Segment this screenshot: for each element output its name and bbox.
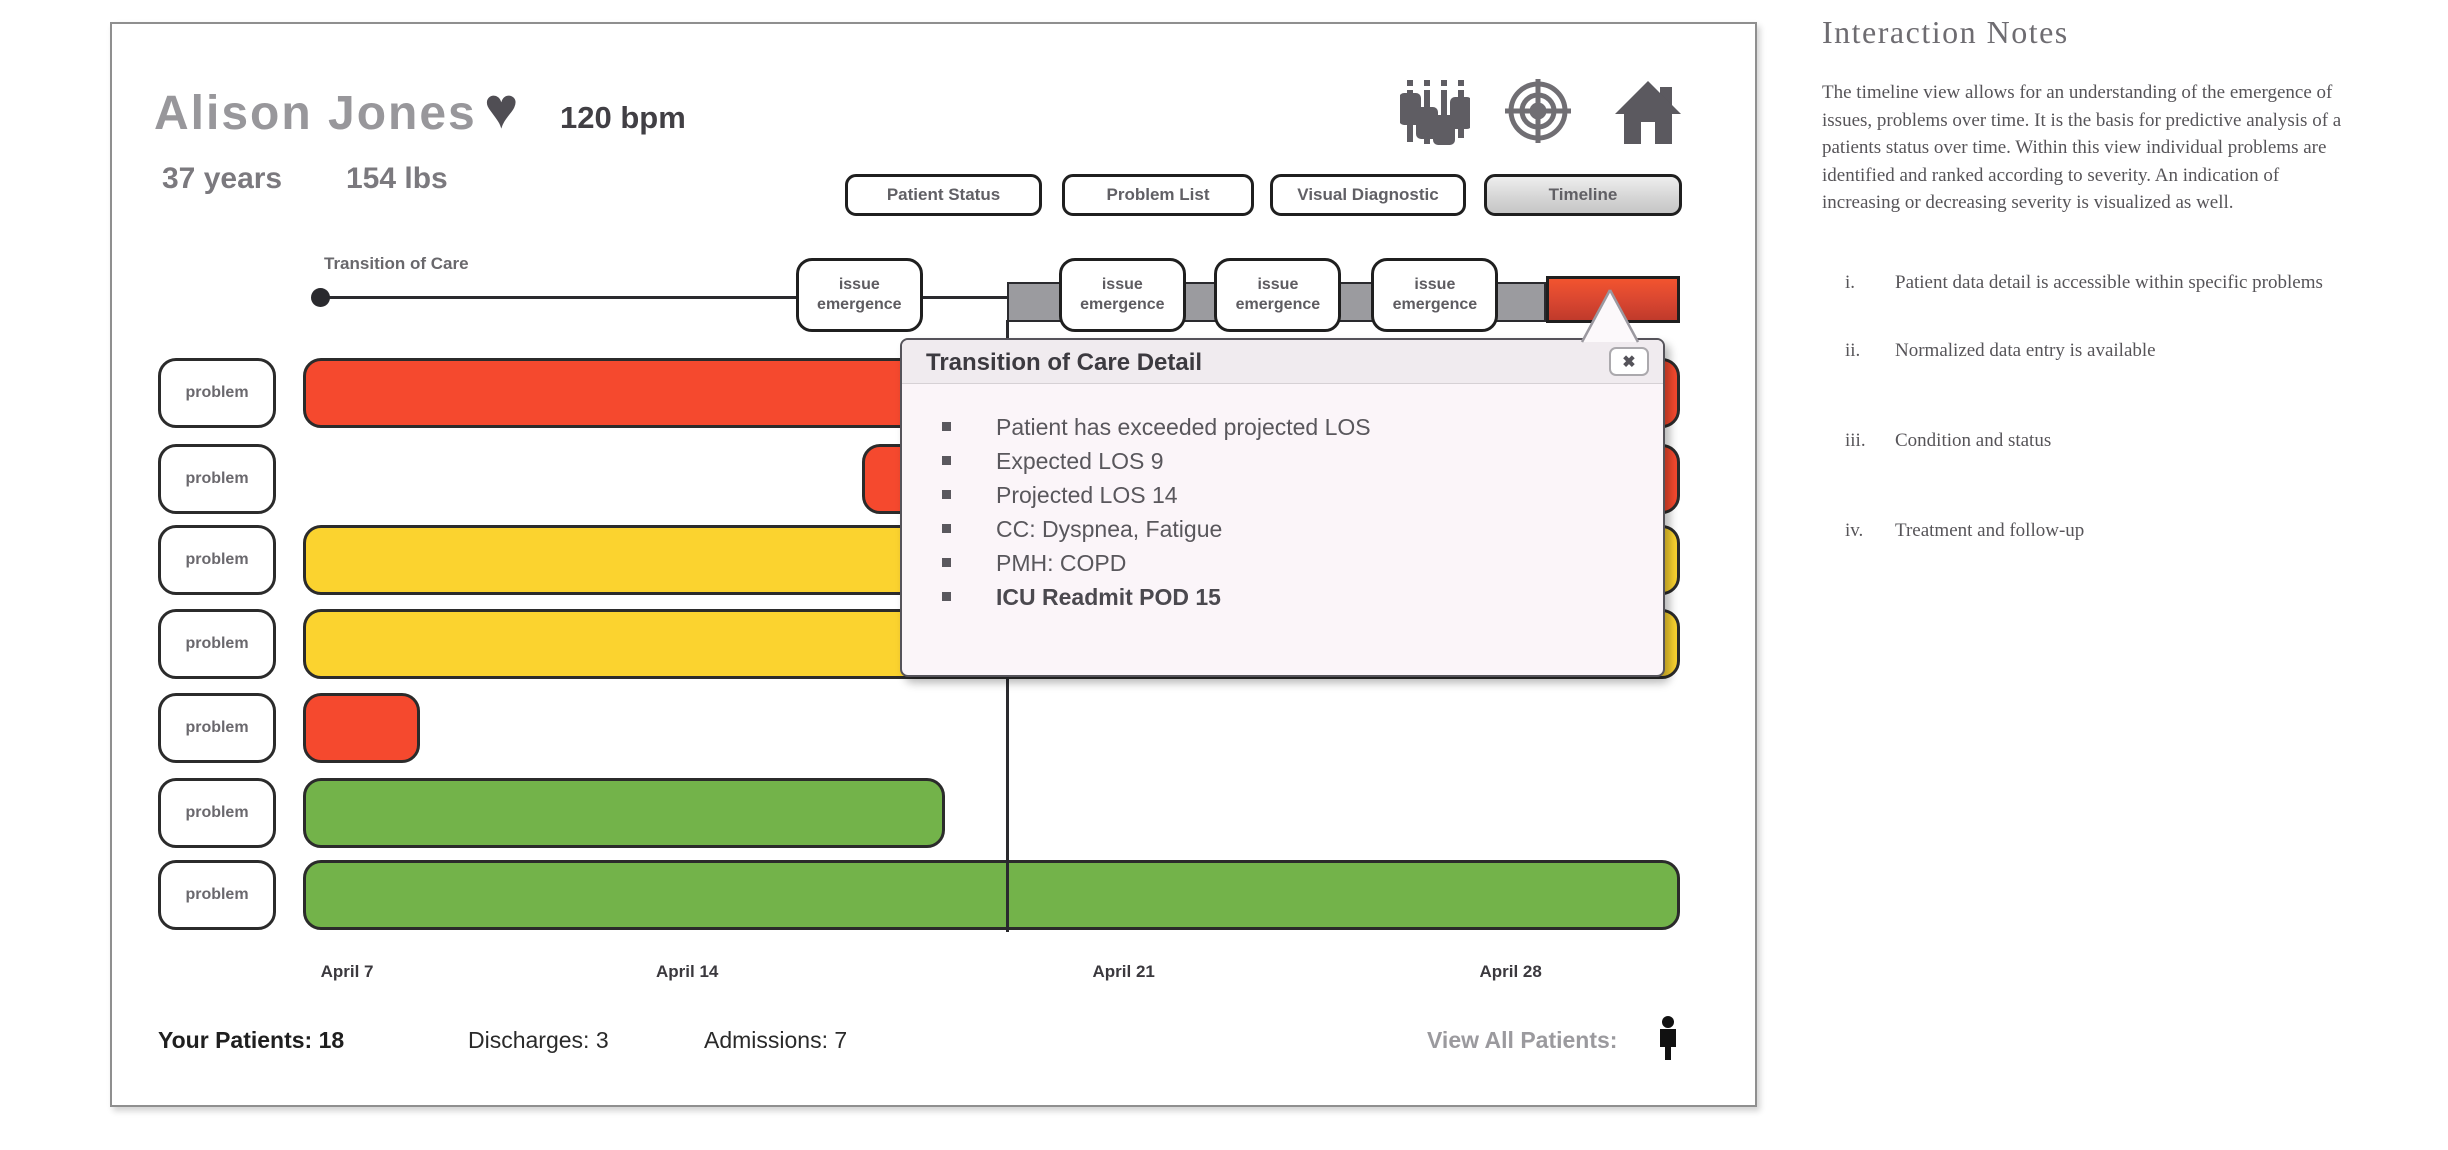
transition-of-care-detail-popup: Transition of Care Detail ✖ Patient has …: [900, 338, 1665, 677]
notes-item-ii: ii. Normalized data entry is available: [1822, 337, 2355, 365]
bullet-icon: [942, 456, 951, 465]
patient-age: 37 years: [162, 162, 283, 195]
tab-patient-status[interactable]: Patient Status: [845, 174, 1042, 216]
popup-item-1: Patient has exceeded projected LOS: [942, 414, 1633, 441]
x-tick-1: April 7: [320, 962, 374, 981]
popup-item-2: Expected LOS 9: [942, 448, 1633, 475]
home-icon[interactable]: [1614, 78, 1682, 151]
bullet-icon: [942, 592, 951, 601]
view-all-patients-link[interactable]: View All Patients:: [1427, 1027, 1618, 1053]
problem-bar-6-green[interactable]: [303, 778, 945, 848]
bullet-icon: [942, 524, 951, 533]
notes-body: The timeline view allows for an understa…: [1822, 82, 2342, 213]
popup-item-5: PMH: COPD: [942, 550, 1633, 577]
notes-item-text: Condition and status: [1895, 429, 2052, 451]
problem-bar-5-red[interactable]: [303, 693, 421, 763]
interaction-notes-panel: Interaction Notes The timeline view allo…: [1822, 14, 2402, 607]
issue-emergence-button-4[interactable]: issue emergence: [1371, 258, 1499, 332]
heart-icon: ♥: [484, 76, 519, 141]
patient-weight: 154 lbs: [346, 162, 448, 195]
patient-name: Alison Jones: [154, 87, 477, 140]
popup-item-6: ICU Readmit POD 15: [942, 584, 1633, 611]
tab-visual-diagnostic[interactable]: Visual Diagnostic: [1270, 174, 1466, 216]
x-tick-3: April 21: [1092, 962, 1155, 981]
popup-callout-arrow: [1580, 288, 1640, 349]
notes-item-iii: iii. Condition and status: [1822, 427, 2355, 455]
problem-button-5[interactable]: problem: [158, 693, 276, 763]
patient-timeline-card: Alison Jones ♥ 120 bpm 37 years 154 lbs: [110, 22, 1757, 1107]
transition-of-care-label: Transition of Care: [324, 254, 469, 273]
popup-item-text: ICU Readmit POD 15: [996, 584, 1221, 610]
popup-item-text: Expected LOS 9: [996, 448, 1164, 474]
issue-emergence-button-2[interactable]: issue emergence: [1058, 258, 1186, 332]
notes-item-i: i. Patient data detail is accessible with…: [1822, 269, 2355, 297]
popup-item-text: CC: Dyspnea, Fatigue: [996, 516, 1223, 542]
x-tick-4: April 28: [1479, 962, 1542, 981]
your-patients-stat: Your Patients: 18: [158, 1027, 345, 1053]
notes-item-iv: iv. Treatment and follow-up: [1822, 517, 2355, 545]
notes-item-text: Treatment and follow-up: [1895, 519, 2085, 541]
notes-list: i. Patient data detail is accessible with…: [1822, 269, 2402, 545]
popup-body: Patient has exceeded projected LOS Expect…: [902, 384, 1663, 611]
target-crosshair-icon[interactable]: [1504, 78, 1572, 149]
notes-item-text: Normalized data entry is available: [1895, 339, 2156, 361]
notes-item-numeral: i.: [1845, 271, 1856, 293]
problem-bar-7-green[interactable]: [303, 860, 1680, 930]
problem-button-1[interactable]: problem: [158, 358, 276, 428]
problem-button-4[interactable]: problem: [158, 609, 276, 679]
popup-item-text: PMH: COPD: [996, 550, 1127, 576]
notes-item-numeral: ii.: [1845, 339, 1861, 361]
timeline-line-left: [320, 296, 796, 299]
popup-header: Transition of Care Detail ✖: [902, 340, 1663, 384]
issue-emergence-button-1[interactable]: issue emergence: [795, 258, 923, 332]
tab-problem-list[interactable]: Problem List: [1062, 174, 1254, 216]
tab-timeline[interactable]: Timeline: [1484, 174, 1682, 216]
discharges-stat: Discharges: 3: [468, 1027, 609, 1053]
heart-rate-value: 120 bpm: [560, 100, 686, 135]
popup-item-text: Patient has exceeded projected LOS: [996, 414, 1371, 440]
close-icon[interactable]: ✖: [1609, 347, 1649, 376]
problem-button-6[interactable]: problem: [158, 778, 276, 848]
bullet-icon: [942, 490, 951, 499]
notes-item-text: Patient data detail is accessible within…: [1895, 271, 2323, 293]
bullet-icon: [942, 558, 951, 567]
problem-button-3[interactable]: problem: [158, 525, 276, 595]
popup-item-3: Projected LOS 14: [942, 482, 1633, 509]
notes-title: Interaction Notes: [1822, 14, 2069, 50]
mixer-sliders-icon[interactable]: [1399, 78, 1472, 153]
popup-item-text: Projected LOS 14: [996, 482, 1178, 508]
person-icon[interactable]: [1655, 1016, 1681, 1065]
timeline-start-dot: [311, 288, 330, 307]
problem-button-2[interactable]: problem: [158, 444, 276, 514]
bullet-icon: [942, 422, 951, 431]
problem-button-7[interactable]: problem: [158, 860, 276, 930]
popup-item-4: CC: Dyspnea, Fatigue: [942, 516, 1633, 543]
admissions-stat: Admissions: 7: [704, 1027, 848, 1053]
issue-emergence-button-3[interactable]: issue emergence: [1214, 258, 1342, 332]
x-tick-2: April 14: [655, 962, 719, 981]
timeline-line-mid: [922, 296, 1007, 299]
popup-title: Transition of Care Detail: [926, 349, 1203, 376]
notes-item-numeral: iv.: [1845, 519, 1864, 541]
notes-item-numeral: iii.: [1845, 429, 1866, 451]
